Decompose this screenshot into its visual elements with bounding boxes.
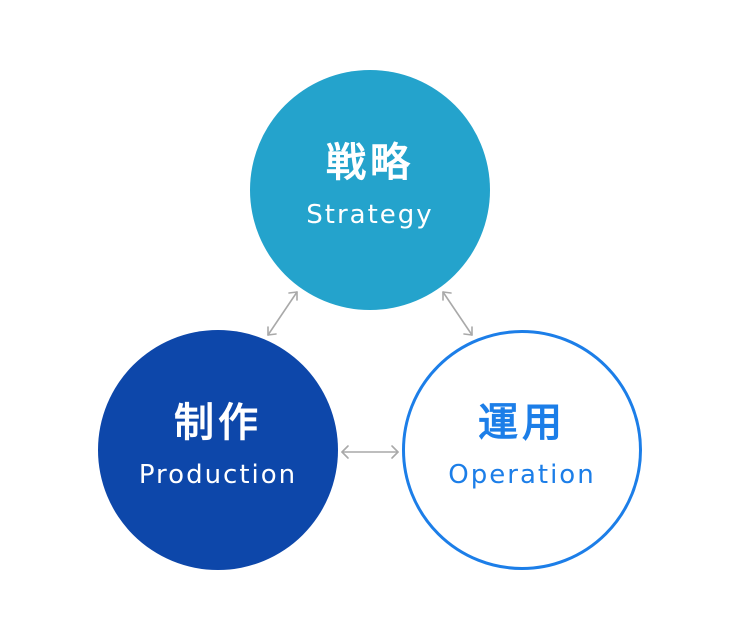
- production-node: 制作 Production: [98, 330, 338, 570]
- strategy-node: 戦略 Strategy: [250, 70, 490, 310]
- production-title: 制作: [174, 400, 262, 447]
- connector-strategy-operation: [442, 291, 473, 336]
- operation-title: 運用: [478, 400, 566, 447]
- strategy-subtitle: Strategy: [306, 200, 434, 231]
- production-subtitle: Production: [138, 460, 298, 491]
- operation-node: 運用 Operation: [402, 330, 642, 570]
- operation-subtitle: Operation: [448, 460, 596, 491]
- strategy-title: 戦略: [326, 140, 414, 187]
- connector-strategy-production: [267, 291, 298, 336]
- connector-production-operation: [341, 445, 399, 459]
